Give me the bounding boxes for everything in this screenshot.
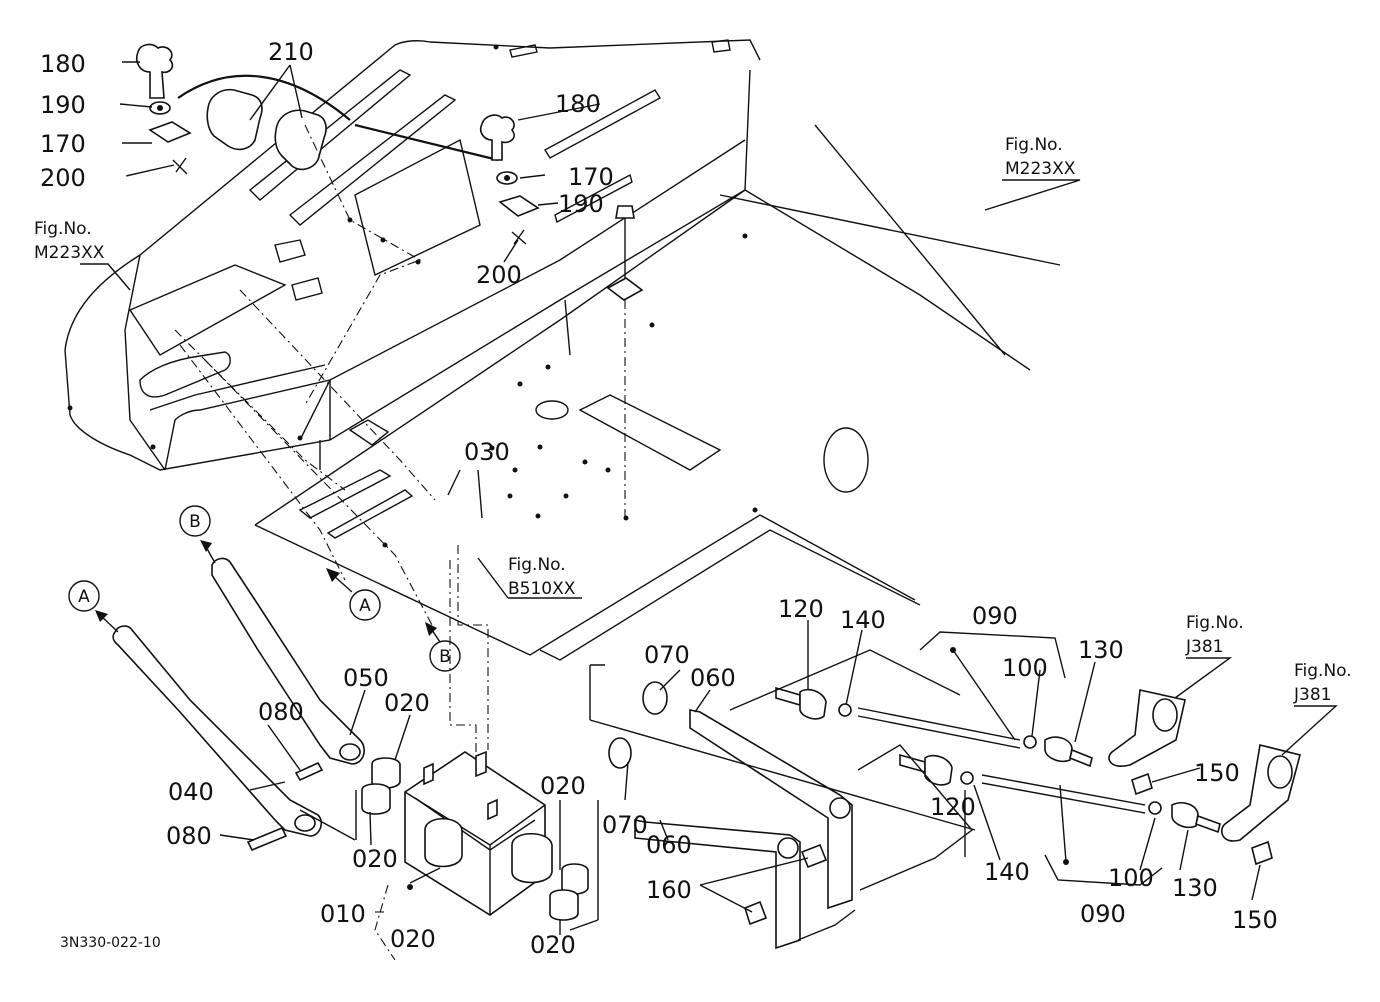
fig-code-label: J381	[1185, 637, 1223, 657]
part-020-label: 020	[390, 925, 436, 953]
fig-code-label: B510XX	[508, 579, 576, 599]
fig-code-label: J381	[1293, 685, 1331, 705]
knob-assembly-right	[479, 114, 540, 245]
fig-no-label: Fig.No.	[34, 219, 92, 239]
part-050-label: 050	[343, 664, 389, 692]
part-130-label: 130	[1078, 636, 1124, 664]
part-070-label: 070	[644, 641, 690, 669]
marker-a-2: A	[326, 568, 381, 621]
fig-code-label: M223XX	[34, 243, 105, 263]
fig-ref-m223-right: Fig.No. M223XX	[1005, 135, 1076, 179]
part-080-label: 080	[258, 698, 304, 726]
floor-plate	[67, 44, 1061, 661]
drawing-code: 3N330-022-10	[60, 935, 161, 951]
lever-050	[200, 540, 365, 765]
part-150-label: 150	[1194, 759, 1240, 787]
part-190-label: 190	[40, 91, 86, 119]
marker-b-1: B	[179, 505, 211, 537]
fig-no-label: Fig.No.	[1294, 661, 1352, 681]
fig-ref-b510: Fig.No. B510XX	[508, 555, 576, 599]
fig-no-label: Fig.No.	[1186, 613, 1244, 633]
fig-no-label: Fig.No.	[1005, 135, 1063, 155]
bracket-010	[404, 750, 553, 916]
leader-lines	[80, 61, 1338, 961]
part-210-label: 210	[268, 38, 314, 66]
part-010-label: 010	[320, 900, 366, 928]
part-100-label: 100	[1108, 864, 1154, 892]
part-200-label: 200	[40, 164, 86, 192]
part-100-label: 100	[1002, 654, 1048, 682]
part-160-label: 160	[646, 876, 692, 904]
part-150-label: 150	[1232, 906, 1278, 934]
fig-no-label: Fig.No.	[508, 555, 566, 575]
floor-bolt	[606, 205, 644, 518]
part-170-label: 170	[568, 163, 614, 191]
part-180-label: 180	[555, 90, 601, 118]
part-090-label: 090	[1080, 900, 1126, 928]
marker-b-label: B	[189, 512, 201, 532]
part-020-label: 020	[352, 845, 398, 873]
part-120-label: 120	[778, 595, 824, 623]
link-plates-060	[608, 681, 853, 950]
part-020-label: 020	[540, 772, 586, 800]
linkage-lower	[899, 744, 1301, 866]
part-120-label: 120	[930, 793, 976, 821]
knob-assembly-left	[135, 43, 192, 175]
part-140-label: 140	[840, 606, 886, 634]
pins-080	[246, 761, 324, 852]
part-020-label: 020	[530, 931, 576, 959]
part-130-label: 130	[1172, 874, 1218, 902]
part-040-label: 040	[168, 778, 214, 806]
bushings-020	[361, 757, 589, 921]
part-090-label: 090	[972, 602, 1018, 630]
marker-a-1: A	[68, 580, 100, 612]
fig-ref-j381-upper: Fig.No. J381	[1185, 613, 1244, 657]
part-060-label: 060	[646, 831, 692, 859]
part-180-label: 180	[40, 50, 86, 78]
marker-b-label: B	[439, 647, 451, 667]
marker-a-label: A	[359, 596, 371, 616]
fig-ref-j381-lower: Fig.No. J381	[1293, 661, 1352, 705]
part-200-label: 200	[476, 261, 522, 289]
part-170-label: 170	[40, 130, 86, 158]
part-190-label: 190	[558, 190, 604, 218]
part-callouts: 180 190 170 200 210 180 170 190 200 030 …	[40, 38, 1278, 959]
part-140-label: 140	[984, 858, 1030, 886]
marker-a-label: A	[78, 587, 90, 607]
part-080-label: 080	[166, 822, 212, 850]
part-070-label: 070	[602, 811, 648, 839]
lever-040	[95, 610, 322, 837]
part-030-label: 030	[464, 438, 510, 466]
marker-b-2: B	[425, 622, 461, 672]
grip-pads	[177, 74, 499, 171]
linkage-upper	[775, 686, 1186, 796]
fig-code-label: M223XX	[1005, 159, 1076, 179]
fig-ref-m223-left: Fig.No. M223XX	[34, 219, 105, 263]
part-020-label: 020	[384, 689, 430, 717]
part-060-label: 060	[690, 664, 736, 692]
